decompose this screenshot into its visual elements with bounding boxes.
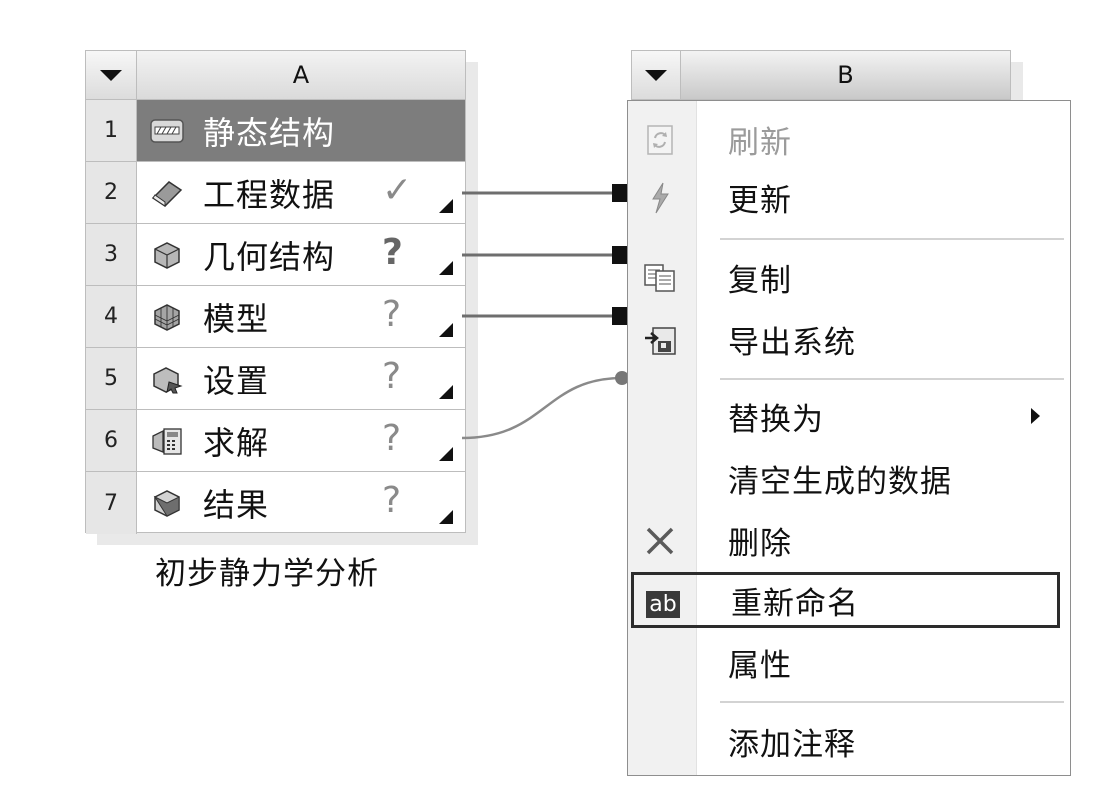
system-a-block: A 1 静态结构 2 工程数据 ✓ 3 [85, 50, 466, 534]
row-number: 1 [86, 100, 137, 161]
system-a-header: A [86, 51, 465, 100]
context-menu: 刷新 更新 复制 导 [627, 100, 1071, 776]
menu-item-refresh[interactable]: 刷新 [628, 111, 1070, 167]
menu-separator [720, 238, 1064, 240]
menu-item-label: 添加注释 [728, 726, 856, 763]
system-a-dropdown-button[interactable] [86, 51, 137, 99]
row-label: 几何结构 [203, 237, 336, 276]
system-a-row-2[interactable]: 2 工程数据 ✓ [86, 162, 465, 224]
menu-item-label: 导出系统 [728, 324, 856, 361]
chevron-down-icon [100, 69, 122, 81]
menu-separator [720, 378, 1064, 380]
link-endpoint-dot [615, 371, 629, 385]
row-cell[interactable]: 结果 ? [137, 472, 465, 534]
menu-item-delete[interactable]: 删除 [628, 512, 1070, 568]
refresh-icon [640, 123, 680, 157]
row-number: 3 [86, 224, 137, 285]
system-b-dropdown-button[interactable] [632, 51, 681, 99]
connection-handle[interactable] [439, 261, 453, 275]
status-question-icon: ? [382, 232, 403, 273]
status-question-icon: ? [382, 418, 402, 459]
system-a-caption[interactable]: 初步静力学分析 [155, 556, 379, 592]
setup-icon [153, 366, 183, 393]
static-structural-icon [150, 118, 184, 143]
status-question-icon: ? [382, 480, 402, 521]
system-a-row-5[interactable]: 5 设置 ? [86, 348, 465, 410]
row-label: 设置 [203, 361, 270, 400]
menu-item-rename[interactable]: ab 重新命名 [631, 572, 1060, 628]
menu-item-properties[interactable]: 属性 [628, 634, 1070, 690]
status-check-icon: ✓ [382, 170, 413, 211]
menu-item-update[interactable]: 更新 [628, 169, 1070, 225]
connection-handle[interactable] [439, 447, 453, 461]
solution-icon [152, 427, 182, 455]
model-icon [154, 303, 180, 331]
menu-item-label: 清空生成的数据 [728, 463, 952, 500]
menu-item-clear-generated-data[interactable]: 清空生成的数据 [628, 450, 1070, 506]
menu-item-label: 刷新 [728, 124, 792, 161]
row-label: 结果 [203, 486, 270, 524]
system-a-row-4[interactable]: 4 模型 ? [86, 286, 465, 348]
menu-item-label: 重新命名 [731, 585, 859, 622]
system-a-row-1[interactable]: 1 静态结构 [86, 100, 465, 162]
row-cell[interactable]: 静态结构 [137, 100, 465, 161]
row-label: 模型 [203, 299, 270, 338]
engineering-data-icon [151, 180, 183, 207]
menu-item-label: 删除 [728, 525, 792, 562]
system-b-column-label: B [681, 51, 1010, 99]
chevron-down-icon [645, 69, 667, 81]
delete-x-icon [640, 524, 680, 558]
row-number: 6 [86, 410, 137, 471]
system-a-row-3[interactable]: 3 几何结构 ? [86, 224, 465, 286]
row-label: 工程数据 [203, 175, 336, 214]
row-label: 静态结构 [203, 113, 336, 152]
row-number: 7 [86, 472, 137, 534]
status-question-icon: ? [382, 294, 402, 335]
results-icon [153, 490, 180, 517]
connection-handle[interactable] [439, 323, 453, 337]
row-cell[interactable]: 设置 ? [137, 348, 465, 409]
link-solution [461, 376, 623, 440]
connection-handle[interactable] [439, 199, 453, 213]
menu-item-add-note[interactable]: 添加注释 [628, 713, 1070, 769]
menu-item-label: 复制 [728, 262, 792, 299]
geometry-icon [154, 241, 180, 269]
row-cell[interactable]: 模型 ? [137, 286, 465, 347]
menu-item-replace-with[interactable]: 替换为 [628, 388, 1070, 444]
row-cell[interactable]: 工程数据 ✓ [137, 162, 465, 223]
link-endpoint [612, 184, 628, 202]
menu-item-label: 替换为 [728, 401, 824, 438]
submenu-arrow-icon [1031, 408, 1040, 424]
system-b-header: B [631, 50, 1011, 100]
row-cell[interactable]: 求解 ? [137, 410, 465, 471]
menu-item-duplicate[interactable]: 复制 [628, 249, 1070, 305]
link-endpoint [612, 246, 628, 264]
connection-handle[interactable] [439, 385, 453, 399]
copy-icon [640, 261, 680, 295]
menu-item-export-system[interactable]: 导出系统 [628, 311, 1070, 367]
rename-icon-text: ab [646, 590, 680, 618]
rename-ab-icon: ab [643, 587, 683, 621]
lightning-icon [640, 181, 680, 215]
connection-handle[interactable] [439, 510, 453, 524]
status-question-icon: ? [382, 356, 402, 397]
menu-icon-gutter [628, 101, 697, 775]
system-a-row-7[interactable]: 7 结果 ? [86, 472, 465, 534]
row-number: 2 [86, 162, 137, 223]
menu-item-label: 属性 [728, 647, 792, 684]
row-cell[interactable]: 几何结构 ? [137, 224, 465, 285]
menu-separator [720, 701, 1064, 703]
system-a-column-label: A [137, 51, 465, 99]
row-number: 4 [86, 286, 137, 347]
menu-item-label: 更新 [728, 182, 792, 219]
export-icon [640, 323, 680, 357]
row-label: 求解 [203, 423, 270, 462]
system-a-row-6[interactable]: 6 求解 ? [86, 410, 465, 472]
row-number: 5 [86, 348, 137, 409]
link-endpoint [612, 307, 628, 325]
